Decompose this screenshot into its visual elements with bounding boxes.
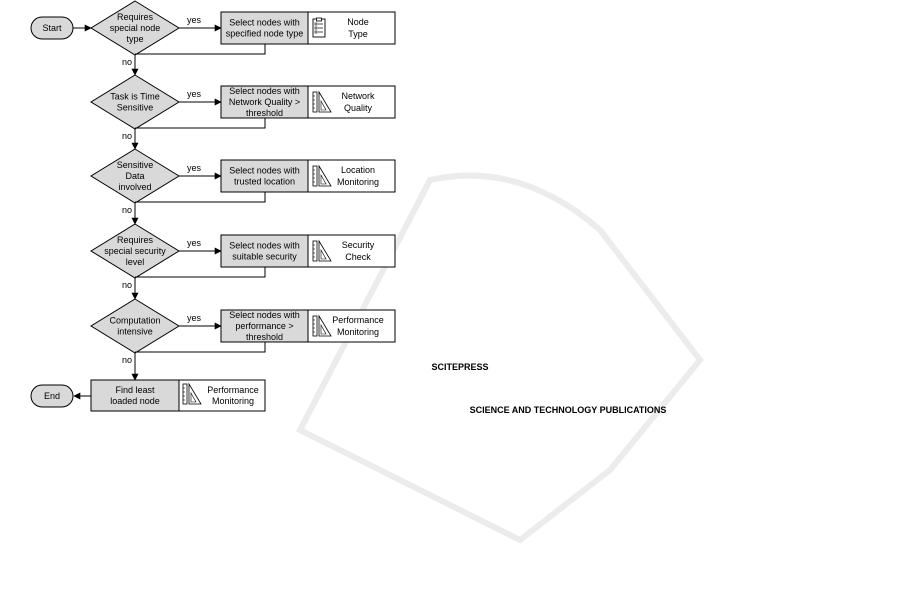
select-nodes-line: performance > bbox=[235, 321, 293, 331]
module-label-line: Location bbox=[341, 165, 375, 175]
module-box bbox=[307, 309, 396, 343]
final-module-line-2: Monitoring bbox=[212, 396, 254, 406]
ruler-triangle-icon bbox=[312, 314, 332, 337]
select-nodes-line: Select nodes with bbox=[229, 241, 300, 251]
decision-label-line: involved bbox=[118, 182, 151, 192]
watermark-brand: SCITEPRESS bbox=[431, 362, 488, 372]
decision-label-line: Sensitive bbox=[117, 160, 154, 170]
merge-connector bbox=[135, 44, 266, 55]
end-terminal: End bbox=[30, 384, 74, 408]
decision-label-line: Sensitive bbox=[117, 103, 154, 113]
decision-label-line: Computation bbox=[109, 316, 160, 326]
no-label: no bbox=[122, 280, 132, 290]
merge-connector bbox=[135, 342, 266, 353]
final-module-box bbox=[178, 379, 266, 412]
yes-label: yes bbox=[187, 238, 202, 248]
ruler-triangle-icon bbox=[312, 239, 332, 262]
module-label-line: Monitoring bbox=[337, 327, 379, 337]
select-nodes-box bbox=[220, 234, 309, 268]
ruler-triangle-icon bbox=[312, 164, 332, 187]
ruler-triangle-icon bbox=[312, 90, 332, 113]
module-box bbox=[307, 234, 396, 268]
watermark-seal-shape bbox=[295, 172, 704, 544]
module-label-line: Type bbox=[348, 29, 368, 39]
final-action-line-1: Find least bbox=[115, 385, 155, 395]
select-nodes-line: trusted location bbox=[234, 177, 295, 187]
decision-label-line: special node bbox=[110, 23, 161, 33]
select-nodes-line: Select nodes with bbox=[229, 18, 300, 28]
merge-connector bbox=[135, 118, 266, 129]
module-label-line: Monitoring bbox=[337, 177, 379, 187]
ruler-triangle-icon bbox=[182, 382, 202, 405]
final-action-line-2: loaded node bbox=[110, 396, 160, 406]
select-nodes-line: suitable security bbox=[232, 252, 297, 262]
final-row: Find least loaded node Performance Monit… bbox=[90, 379, 266, 412]
yes-label: yes bbox=[187, 89, 202, 99]
no-label: no bbox=[122, 355, 132, 365]
decision-label-line: Requires bbox=[117, 12, 154, 22]
yes-label: yes bbox=[187, 313, 202, 323]
watermark-tagline: SCIENCE AND TECHNOLOGY PUBLICATIONS bbox=[470, 405, 667, 415]
module-box bbox=[307, 159, 396, 193]
module-label-line: Security bbox=[342, 240, 375, 250]
merge-connector bbox=[135, 192, 266, 203]
module-label-line: Performance bbox=[332, 315, 384, 325]
decision-label-line: level bbox=[126, 257, 145, 267]
decision-label-line: Task is Time bbox=[110, 92, 160, 102]
select-nodes-line: Select nodes with bbox=[229, 310, 300, 320]
select-nodes-line: Select nodes with bbox=[229, 86, 300, 96]
no-label: no bbox=[122, 57, 132, 67]
select-nodes-box bbox=[220, 85, 309, 119]
select-nodes-line: Select nodes with bbox=[229, 166, 300, 176]
module-box bbox=[307, 85, 396, 119]
final-module-line-1: Performance bbox=[207, 385, 259, 395]
module-label-line: Network bbox=[341, 91, 375, 101]
decision-label-line: intensive bbox=[117, 327, 153, 337]
watermark: SCITEPRESS SCIENCE AND TECHNOLOGY PUBLIC… bbox=[295, 172, 704, 544]
module-label-line: Quality bbox=[344, 103, 373, 113]
decision-label-line: type bbox=[126, 34, 143, 44]
select-nodes-box bbox=[220, 159, 309, 193]
start-label: Start bbox=[42, 23, 62, 33]
module-label-line: Node bbox=[347, 17, 369, 27]
no-label: no bbox=[122, 205, 132, 215]
select-nodes-line: threshold bbox=[246, 332, 283, 342]
no-label: no bbox=[122, 131, 132, 141]
yes-label: yes bbox=[187, 163, 202, 173]
merge-connector bbox=[135, 267, 266, 278]
clipboard-list-icon bbox=[312, 17, 326, 38]
yes-label: yes bbox=[187, 15, 202, 25]
select-nodes-line: threshold bbox=[246, 108, 283, 118]
decision-label-line: special security bbox=[104, 246, 166, 256]
select-nodes-line: specified node type bbox=[226, 29, 304, 39]
select-nodes-line: Network Quality > bbox=[229, 97, 300, 107]
select-nodes-box bbox=[220, 309, 309, 343]
decision-label-line: Data bbox=[125, 171, 144, 181]
module-label-line: Check bbox=[345, 252, 371, 262]
decision-label-line: Requires bbox=[117, 235, 154, 245]
start-terminal: Start bbox=[30, 16, 74, 40]
end-label: End bbox=[44, 391, 60, 401]
